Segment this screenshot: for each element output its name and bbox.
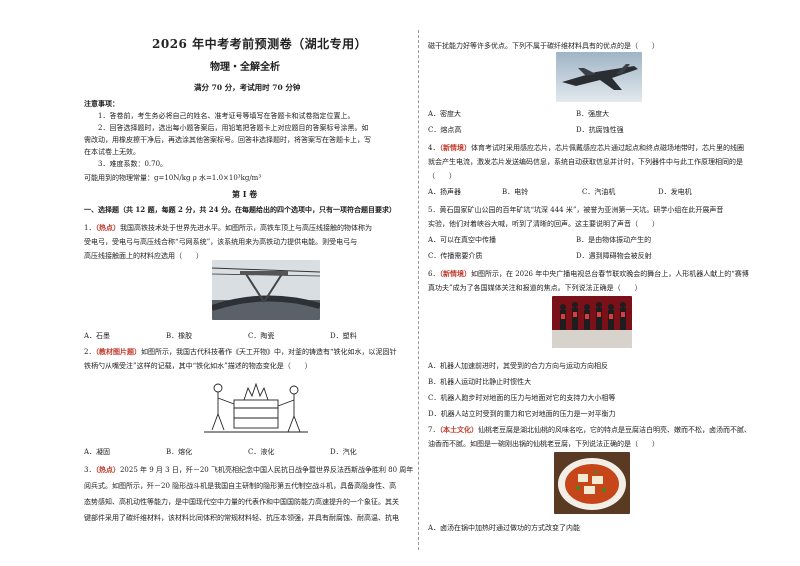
- q3-text1: 2025 年 9 月 3 日，歼－20 飞机亮相纪念中国人民抗日战争暨世界反法西…: [119, 466, 414, 474]
- q4-text1: 体育考试时采用感应芯片，芯片佩戴感应芯片通过起点和终点磁场地带时，芯片里的线圈: [470, 144, 744, 152]
- q6-text1: 如图所示，在 2026 年中央广播电视总台春节联欢晚会的舞台上，人形机器人献上的…: [470, 270, 749, 278]
- q5-text1: 黄石国家矿山公园的百年矿坑“坑深 444 米”，被誉为亚洲第一天坑。研学小组在此…: [439, 206, 724, 214]
- q5-option-c[interactable]: C．传播需要介质: [428, 252, 483, 260]
- note-1: 1．答卷前，考生务必将自己的姓名、准考证号等填写在答题卡和试卷指定位置上。: [98, 112, 355, 120]
- q7-line2: 油香而不腻。如图是一碗刚出锅的仙桃老豆腐，下列说法正确的是（ ）: [428, 440, 659, 448]
- notes-heading: 注意事项：: [84, 99, 119, 108]
- q6-number: 6．: [428, 270, 440, 278]
- q1-number: 1．: [84, 224, 96, 232]
- part1-heading: 一、选择题（共 12 题，每题 2 分，共 24 分。在每题给出的四个选项中，只…: [84, 205, 396, 214]
- q1-option-c[interactable]: C．陶瓷: [248, 332, 275, 340]
- q1-option-a[interactable]: A．石墨: [84, 332, 111, 340]
- q2-line2: 铁柄勺从嘴受注”这样的记载，其中“铁化如水”描述的物态变化是（ ）: [84, 362, 312, 370]
- q1-text1: 我国高铁技术处于世界先进水平。如图所示，高铁车顶上与高压线接触的物体称为: [119, 224, 372, 232]
- q4-option-d[interactable]: D．发电机: [658, 188, 692, 196]
- q1-line3: 高压线接触面上的材料应选用（ ）: [84, 252, 203, 260]
- column-divider: [418, 30, 419, 550]
- q3-option-d[interactable]: D．抗腐蚀性强: [576, 126, 624, 134]
- physical-constants: 可能用到的物理常量：g=10N/kg ρ 水=1.0×10³kg/m³: [84, 174, 262, 182]
- note-2-line2: 需改动，用橡皮擦干净后，再选涂其他答案标号。回答非选择题时，将答案写在答题卡上，…: [84, 136, 371, 144]
- q6-tag: （新情境）: [439, 269, 471, 278]
- note-2-line1: 2．回答选择题时，选出每小题答案后，用铅笔把答题卡上对应题目的答案标号涂黑。如: [98, 124, 369, 132]
- q1-pantograph-image: [212, 260, 320, 320]
- q3-line4: 键部件采用了碳纤维材料，该材料比同体积的常规材料轻、抗压本领强，并具有耐腐蚀、耐…: [84, 514, 399, 522]
- q3-option-b[interactable]: B．强度大: [576, 110, 610, 118]
- q5-option-a[interactable]: A．可以在真空中传播: [428, 236, 497, 244]
- q2-text1: 如图所示，我国古代科技著作《天工开物》中，对釜的铸造有“铁化如水，以泥固针: [140, 348, 397, 356]
- q3-options-row1: A．密度大 B．强度大: [428, 108, 758, 120]
- q6-line2: 真功夫”成为了各国媒体关注和报道的焦点。下列说法正确是（ ）: [428, 284, 642, 292]
- q5-line1: 5．黄石国家矿山公园的百年矿坑“坑深 444 米”，被誉为亚洲第一天坑。研学小组…: [428, 204, 723, 216]
- q5-options-row2: C．传播需要介质 D．遇到障碍物会被反射: [428, 250, 758, 262]
- roll-heading: 第 Ⅰ 卷: [232, 189, 258, 199]
- q5-option-d[interactable]: D．遇到障碍物会被反射: [576, 252, 652, 260]
- q2-option-c[interactable]: C．液化: [248, 448, 275, 456]
- q2-line1: 2．（教材图片题）如图所示，我国古代科技著作《天工开物》中，对釜的铸造有“铁化如…: [84, 346, 397, 358]
- score-time-line: 满分 70 分，考试用时 70 分钟: [194, 83, 301, 92]
- q4-options: A．扬声器 B．电铃 C．汽油机 D．发电机: [428, 186, 758, 198]
- q1-tag: （热点）: [95, 223, 120, 232]
- q4-option-c[interactable]: C．汽油机: [582, 188, 616, 196]
- q2-tag: （教材图片题）: [95, 347, 141, 356]
- q6-robot-performance-image: [552, 296, 632, 348]
- q3-line2: 阅兵式。如图所示，歼－20 隐形战斗机是我国自主研制的隐形第五代制空战斗机，具备…: [84, 482, 397, 490]
- q2-number: 2．: [84, 348, 96, 356]
- q3-tag: （热点）: [95, 465, 120, 474]
- q1-options: A．石墨 B．橡胶 C．陶瓷 D．塑料: [84, 330, 410, 342]
- q5-options-row1: A．可以在真空中传播 B．是由物体振动产生的: [428, 234, 758, 246]
- q4-line2: 就会产生电流，激发芯片发送编码信息，系统自动获取信息并计时，下列器件中与此工作原…: [428, 158, 743, 166]
- q3-line5: 磁干扰能力好等许多优点。下列不属于碳纤维材料具有的优点的是（ ）: [428, 42, 659, 50]
- q4-option-a[interactable]: A．扬声器: [428, 188, 462, 196]
- q2-option-b[interactable]: B．熔化: [166, 448, 193, 456]
- exam-subtitle: 物理・全解全析: [210, 62, 280, 73]
- q1-option-b[interactable]: B．橡胶: [166, 332, 193, 340]
- q6-line1: 6．（新情境）如图所示，在 2026 年中央广播电视总台春节联欢晚会的舞台上，人…: [428, 268, 749, 280]
- q1-option-d[interactable]: D．塑料: [330, 332, 357, 340]
- q4-tag: （新情境）: [439, 143, 471, 152]
- q2-casting-illustration: [204, 374, 308, 438]
- q2-option-a[interactable]: A．凝固: [84, 448, 111, 456]
- q3-j20-jet-image: [556, 52, 642, 102]
- q4-option-b[interactable]: B．电铃: [502, 188, 529, 196]
- q4-line3: （ ）: [428, 172, 456, 180]
- q6-option-d[interactable]: D．机器人站立时受到的重力和它对地面的压力是一对平衡力: [428, 410, 616, 418]
- q4-line1: 4．（新情境）体育考试时采用感应芯片，芯片佩戴感应芯片通过起点和终点磁场地带时，…: [428, 142, 744, 154]
- q7-text1: 仙桃老豆腐是湖北仙桃的风味名吃，它的特点是豆腐洁白明亮、嫩而不松，卤汤而不腻、: [477, 426, 751, 434]
- note-3: 3．难度系数：0.70。: [98, 160, 168, 168]
- q3-option-a[interactable]: A．密度大: [428, 110, 462, 118]
- q7-number: 7．: [428, 426, 440, 434]
- q7-line1: 7．（本土文化）仙桃老豆腐是湖北仙桃的风味名吃，它的特点是豆腐洁白明亮、嫩而不松…: [428, 424, 751, 436]
- q3-line1: 3．（热点）2025 年 9 月 3 日，歼－20 飞机亮相纪念中国人民抗日战争…: [84, 464, 413, 476]
- q3-option-c[interactable]: C．熔点高: [428, 126, 462, 134]
- q6-option-a[interactable]: A．机器人加速前进时，其受到的合力方向与运动方向相反: [428, 362, 609, 370]
- q2-options: A．凝固 B．熔化 C．液化 D．汽化: [84, 446, 410, 458]
- q3-line3: 态势感知、高机动性等能力，是中国现代空中力量的代表作和中国国防能力高速提升的一个…: [84, 498, 399, 506]
- q3-number: 3．: [84, 466, 96, 474]
- exam-title: 2026 年中考考前预测卷（湖北专用）: [152, 37, 368, 51]
- q6-option-b[interactable]: B．机器人运动时比静止时惯性大: [428, 378, 532, 386]
- q5-number: 5．: [428, 206, 440, 214]
- q1-line1: 1．（热点）我国高铁技术处于世界先进水平。如图所示，高铁车顶上与高压线接触的物体…: [84, 222, 372, 234]
- q1-line2: 受电弓，受电弓与高压线合称“弓网系统”，该系统用来为高铁动力提供电能。则受电弓与: [84, 238, 358, 246]
- q5-line2: 实验，他们对着峡谷大喊，听到了清晰的回声。这主要说明了声音（ ）: [428, 220, 659, 228]
- q4-number: 4．: [428, 144, 440, 152]
- q5-option-b[interactable]: B．是由物体振动产生的: [576, 236, 652, 244]
- q7-tofu-dish-image: [554, 452, 630, 514]
- q3-options-row2: C．熔点高 D．抗腐蚀性强: [428, 124, 758, 136]
- note-2-line3: 在本试卷上无效。: [84, 148, 140, 156]
- q7-tag: （本土文化）: [439, 425, 478, 434]
- q2-option-d[interactable]: D．汽化: [330, 448, 357, 456]
- q6-option-c[interactable]: C．机器人跑步时对地面的压力与地面对它的支持力大小相等: [428, 394, 616, 402]
- q7-option-a[interactable]: A．卤汤在锅中加热时通过做功的方式改变了内能: [428, 524, 581, 532]
